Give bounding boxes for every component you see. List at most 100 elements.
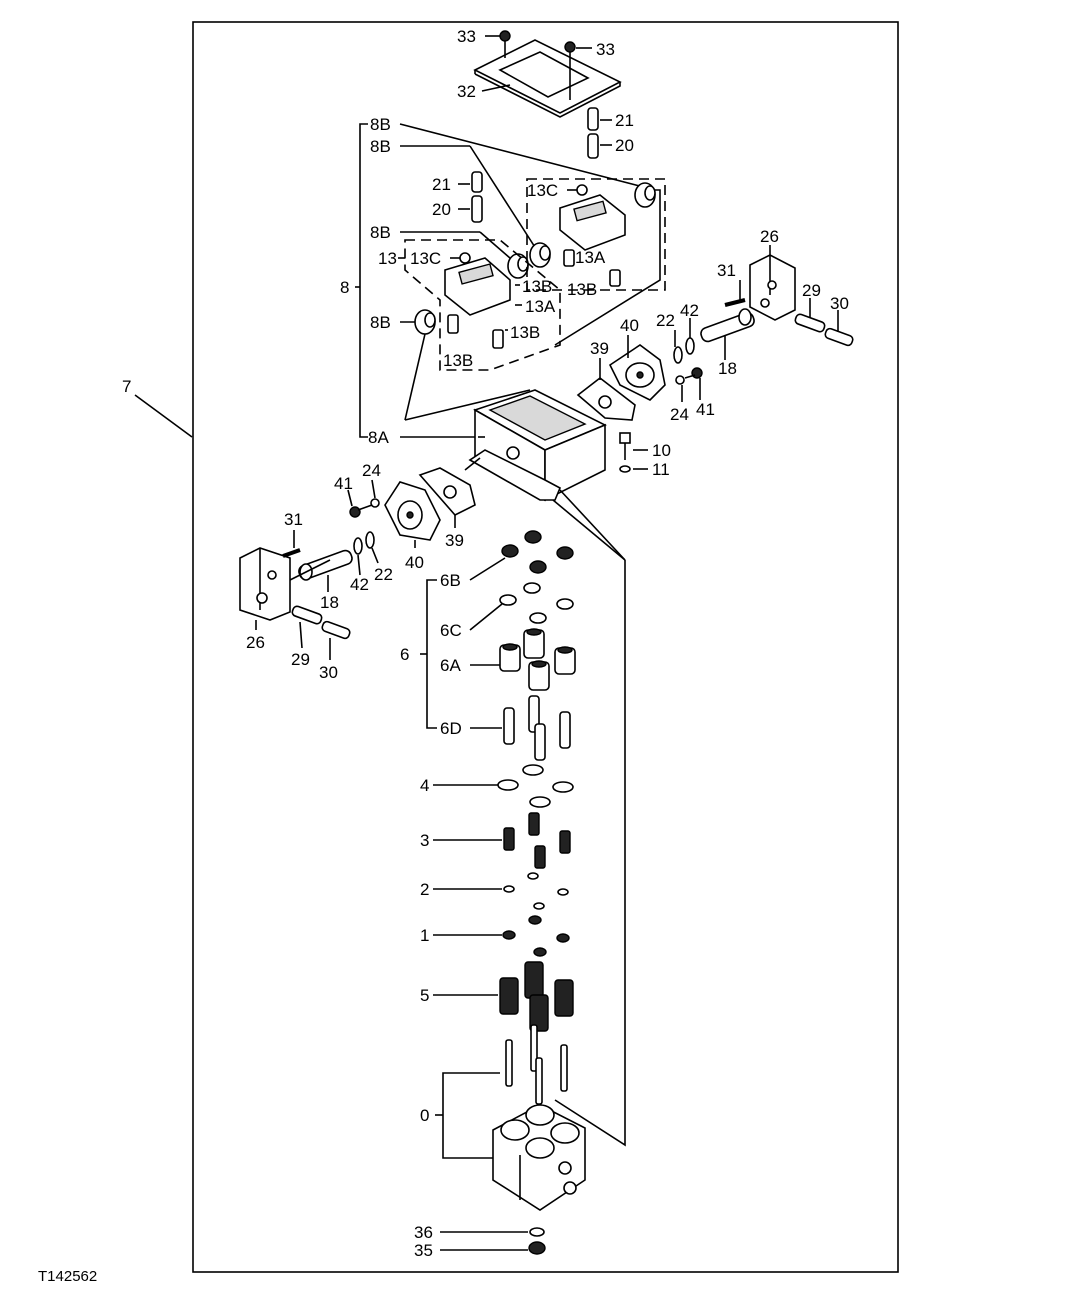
seal-6b — [501, 530, 574, 574]
figure-id: T142562 — [38, 1268, 97, 1285]
label-11: 11 — [652, 460, 670, 479]
part-labels: 7 33 33 32 8B 8B 8B 8B 21 20 21 20 13C 1… — [122, 27, 849, 1260]
spring-5 — [499, 961, 574, 1032]
label-13b-left-top: 13B — [522, 277, 552, 296]
label-31-left: 31 — [284, 510, 303, 529]
label-4: 4 — [420, 776, 429, 795]
cover-plate-32 — [473, 39, 622, 118]
washer-6c — [499, 582, 574, 624]
label-2: 2 — [420, 880, 429, 899]
shim-1 — [502, 915, 570, 957]
label-8: 8 — [340, 278, 349, 297]
label-24-left: 24 — [362, 461, 381, 480]
label-8a: 8A — [368, 428, 389, 447]
label-13c-right: 13C — [527, 181, 558, 200]
pin-30-right — [824, 327, 854, 347]
bolt-41-left — [349, 504, 373, 518]
label-21-left: 21 — [432, 175, 451, 194]
pin-31-right — [724, 298, 746, 307]
label-26-left: 26 — [246, 633, 265, 652]
label-26-right: 26 — [760, 227, 779, 246]
label-30-right: 30 — [830, 294, 849, 313]
oring-22-right — [673, 346, 683, 364]
bolt-13b-4 — [492, 329, 504, 349]
nut-13c-left — [459, 252, 471, 264]
label-6d: 6D — [440, 719, 462, 738]
block-26-left — [239, 547, 291, 621]
label-20-left: 20 — [432, 200, 451, 219]
shaft-18-right — [700, 308, 755, 343]
bolt-13b-1 — [563, 249, 575, 267]
label-8b-1: 8B — [370, 115, 391, 134]
retainer-4 — [497, 764, 574, 808]
block-13a-left — [444, 257, 511, 316]
label-29-left: 29 — [291, 650, 310, 669]
label-13c-left: 13C — [410, 249, 441, 268]
pin-21-right — [587, 107, 599, 131]
label-32: 32 — [457, 82, 476, 101]
label-6b: 6B — [440, 571, 461, 590]
label-35: 35 — [414, 1241, 433, 1260]
pin-21-left — [471, 171, 483, 193]
label-13b-left-bottom: 13B — [443, 351, 473, 370]
label-13a-left: 13A — [525, 297, 556, 316]
valve-body — [492, 1104, 586, 1211]
label-13a-right: 13A — [575, 248, 606, 267]
label-13b-right: 13B — [567, 280, 597, 299]
oring-22-left — [365, 531, 375, 549]
washer-2 — [503, 872, 569, 910]
bolt-13b-2 — [609, 269, 621, 287]
cover-40-left — [384, 481, 441, 541]
pin-30-left — [321, 620, 351, 640]
label-39-right: 39 — [590, 339, 609, 358]
label-33-right: 33 — [596, 40, 615, 59]
plug-35 — [528, 1241, 546, 1255]
label-18-left: 18 — [320, 593, 339, 612]
label-29-right: 29 — [802, 281, 821, 300]
label-7: 7 — [122, 377, 131, 396]
label-5: 5 — [420, 986, 429, 1005]
plug-6a — [499, 628, 576, 691]
label-36: 36 — [414, 1223, 433, 1242]
label-18-right: 18 — [718, 359, 737, 378]
label-3: 3 — [420, 831, 429, 850]
oring-36 — [529, 1227, 545, 1237]
diagram-frame — [192, 21, 899, 1273]
bolt-13b-3 — [447, 314, 459, 334]
label-40-left: 40 — [405, 553, 424, 572]
label-8b-3: 8B — [370, 223, 391, 242]
label-1: 1 — [420, 926, 429, 945]
label-13b-left-mid: 13B — [510, 323, 540, 342]
shaft-18-left — [298, 549, 353, 581]
label-21-right: 21 — [615, 111, 634, 130]
pin-20-right — [587, 133, 599, 159]
oring-42-left — [353, 537, 363, 555]
pin-31-left — [282, 548, 301, 558]
label-6a: 6A — [440, 656, 461, 675]
label-22-right: 22 — [656, 311, 675, 330]
bushing-8b-3 — [507, 253, 529, 279]
label-40-right: 40 — [620, 316, 639, 335]
bolt-41-right — [684, 367, 703, 379]
nut-13c-right — [576, 184, 588, 196]
block-26-right — [749, 254, 796, 321]
bushing-8b-2 — [529, 242, 551, 268]
screw-33-right — [564, 41, 576, 100]
plunger-6d — [503, 695, 571, 761]
label-39-left: 39 — [445, 531, 464, 550]
label-13: 13 — [378, 249, 397, 268]
label-42-left: 42 — [350, 575, 369, 594]
label-8b-4: 8B — [370, 313, 391, 332]
spring-3 — [503, 812, 571, 869]
pin-20-left — [471, 195, 483, 223]
label-42-right: 42 — [680, 301, 699, 320]
pin-29-right — [794, 313, 826, 333]
gasket-39-right — [576, 376, 636, 421]
label-24-right: 24 — [670, 405, 689, 424]
washer-24-left — [370, 498, 380, 508]
label-33-left: 33 — [457, 27, 476, 46]
block-13a-right — [559, 194, 626, 251]
label-30-left: 30 — [319, 663, 338, 682]
gasket-39-left — [418, 467, 476, 516]
